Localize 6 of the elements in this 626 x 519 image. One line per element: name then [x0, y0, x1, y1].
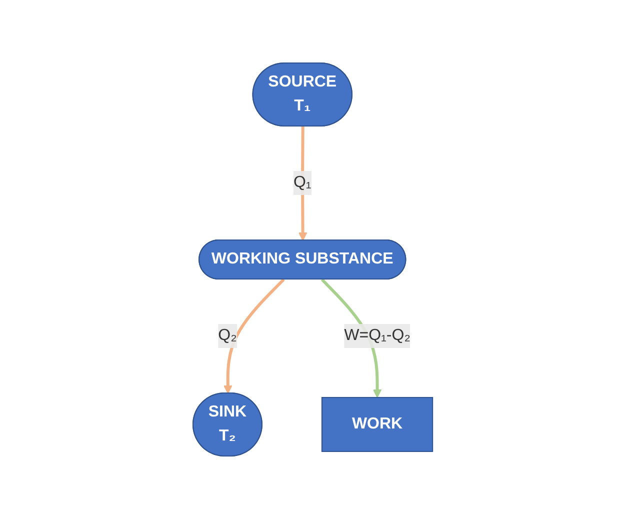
- arrow: [298, 126, 308, 241]
- arrow: [224, 278, 286, 394]
- edge-label: W=Q₁-Q₂: [344, 326, 411, 344]
- edge-label: Q₂: [218, 326, 238, 344]
- edge-label: Q₁: [294, 174, 312, 192]
- node-box: WORK: [322, 397, 434, 452]
